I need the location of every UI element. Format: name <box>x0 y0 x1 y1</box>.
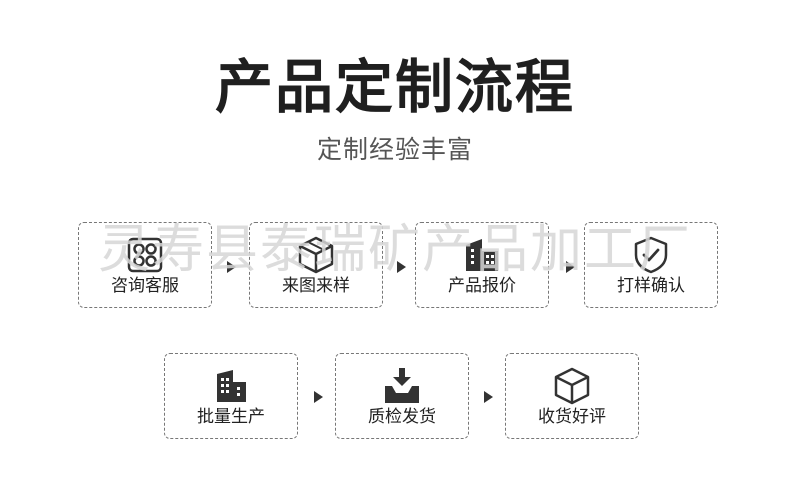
arrow-right-icon <box>314 391 323 403</box>
factory-icon <box>211 366 251 406</box>
step-receipt: 收货好评 <box>505 353 639 439</box>
step-label: 产品报价 <box>448 276 516 296</box>
page-title: 产品定制流程 <box>214 53 575 121</box>
arrow-right-icon <box>484 391 493 403</box>
step-proof: 打样确认 <box>584 222 718 308</box>
step-quote: 产品报价 <box>415 222 549 308</box>
step-inspection: 质检发货 <box>335 353 469 439</box>
step-label: 收货好评 <box>538 407 606 427</box>
arrow-right-icon <box>397 261 406 273</box>
step-production: 批量生产 <box>164 353 298 439</box>
page-subtitle: 定制经验丰富 <box>316 135 473 164</box>
shield-check-icon <box>631 235 671 275</box>
step-sample: 来图来样 <box>249 222 383 308</box>
step-consult: 咨询客服 <box>78 222 212 308</box>
step-label: 批量生产 <box>197 407 265 427</box>
step-label: 质检发货 <box>368 407 436 427</box>
arrow-right-icon <box>566 261 575 273</box>
package-icon <box>552 366 592 406</box>
arrow-right-icon <box>227 261 236 273</box>
building-icon <box>462 235 502 275</box>
step-label: 咨询客服 <box>111 276 179 296</box>
consult-icon <box>125 235 165 275</box>
cube-icon <box>296 235 336 275</box>
step-label: 来图来样 <box>282 276 350 296</box>
step-label: 打样确认 <box>617 276 685 296</box>
inbox-download-icon <box>382 366 422 406</box>
